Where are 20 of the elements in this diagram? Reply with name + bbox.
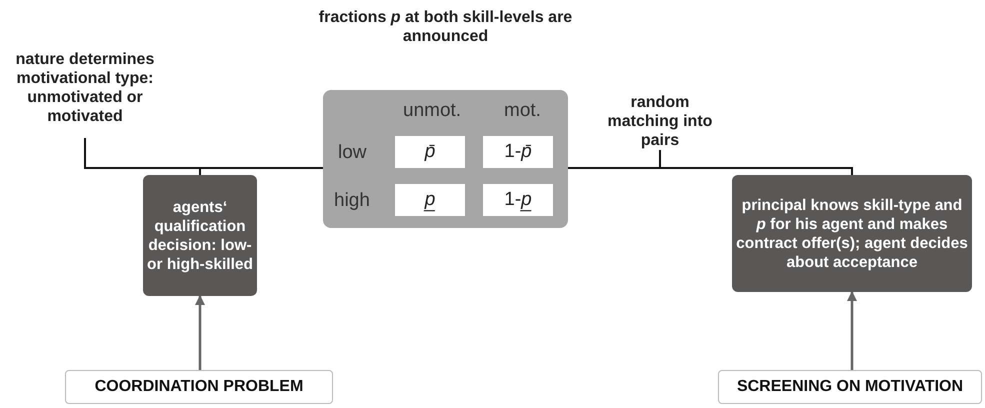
arrow (195, 295, 205, 370)
arrow (847, 291, 857, 370)
timeline (199, 167, 323, 175)
problem-box: SCREENING ON MOTIVATION (718, 370, 982, 404)
problem-box: COORDINATION PROBLEM (65, 370, 333, 404)
event-label: random matching into pairs (600, 92, 720, 150)
value-cell: p̲ (395, 184, 465, 216)
timeline (568, 167, 853, 175)
column-header: mot. (504, 100, 541, 122)
column-header: unmot. (403, 100, 462, 122)
stage-box: principal knows skill-type and p for his agent and makes contract offer(s); agent decides about acceptance (732, 175, 972, 292)
row-header: low (338, 142, 367, 164)
event-label: nature determines motivational type: unmotivated or motivated (5, 38, 165, 138)
value-cell: p̄ (395, 136, 465, 168)
leader-line (659, 150, 661, 168)
step-heading: fractions p at both skill-levels are announced (318, 8, 574, 46)
stage-box: agents‘ qualification decision: low- or high-skilled (143, 175, 257, 296)
value-cell: 1-p̲ (483, 184, 553, 216)
row-header: high (334, 190, 370, 212)
value-cell: 1-p̄ (483, 136, 553, 168)
